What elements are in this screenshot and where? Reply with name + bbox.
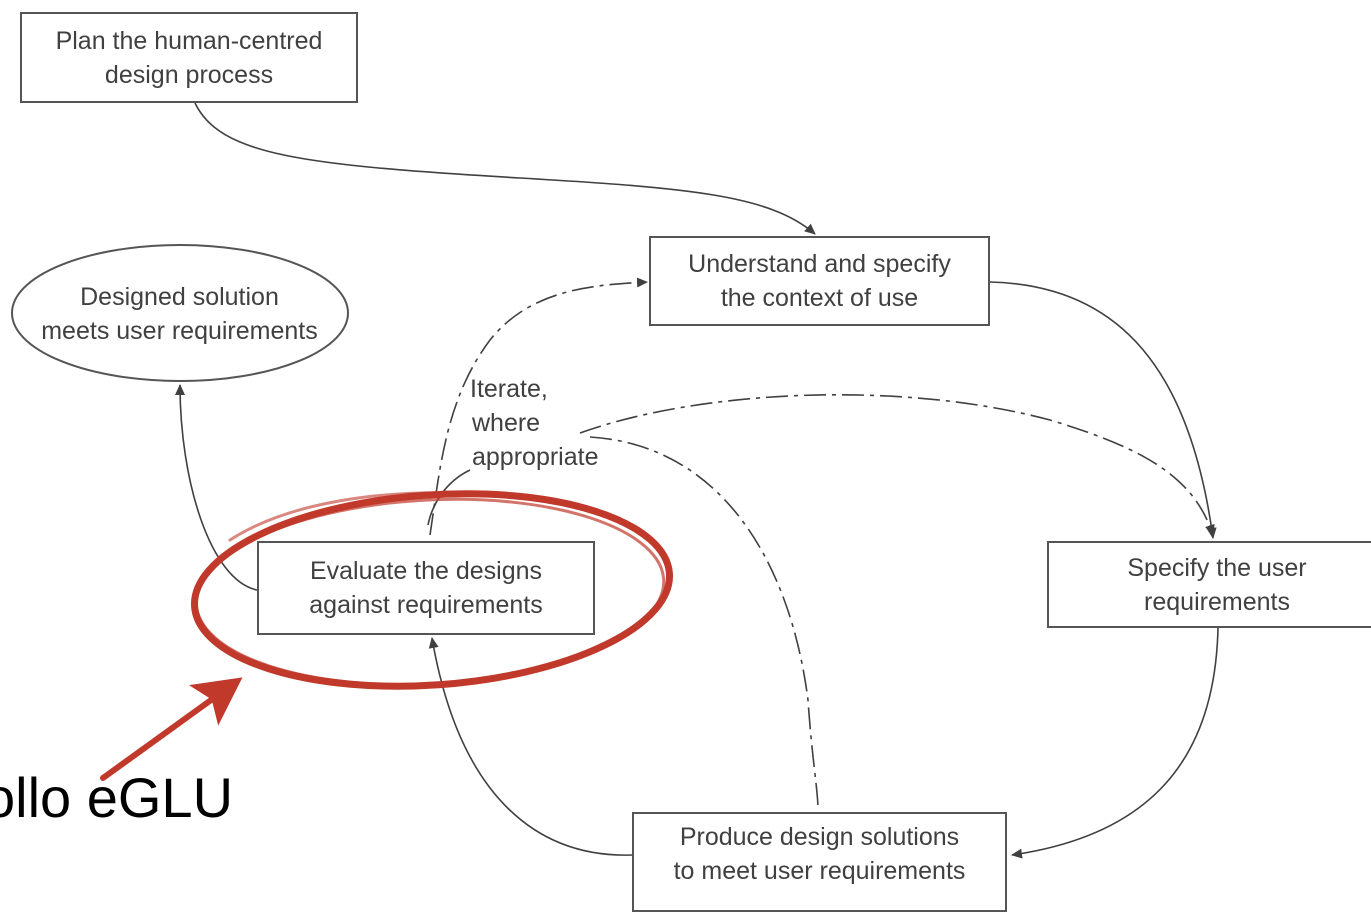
highlight-pointer-arrow — [100, 677, 243, 781]
edge-produce-to-evaluate — [428, 637, 633, 856]
iterate-edge-to-specify — [579, 394, 1215, 536]
edge-plan-to-context — [194, 102, 816, 235]
highlight-ellipse — [190, 490, 674, 690]
node-evaluate-line2: against requirements — [309, 591, 543, 619]
iterate-note-line2: where — [472, 409, 541, 437]
node-evaluate-line1: Evaluate the designs — [309, 557, 543, 585]
node-plan-process: Plan the human-centred design process — [20, 12, 358, 103]
edge-context-to-specify — [989, 281, 1217, 539]
node-specify-line2: requirements — [1144, 587, 1290, 616]
outcome-ellipse-outline — [11, 244, 349, 382]
node-produce-line1: Produce design solutions — [679, 823, 960, 851]
iterate-note-line1: Iterate, — [470, 375, 548, 403]
iterate-edge-to-produce — [589, 436, 819, 811]
node-outcome-line2: meets user requirements — [41, 316, 318, 345]
iterate-note-line3: appropriate — [472, 443, 599, 471]
edge-specify-to-produce — [1011, 627, 1219, 859]
iterate-note: Iterate, where appropriate — [456, 372, 636, 474]
node-context-line2: the context of use — [720, 284, 919, 312]
node-outcome-line1: Designed solution — [80, 282, 279, 311]
node-designed-solution: Designed solution meets user requirement… — [11, 245, 348, 382]
node-specify-requirements: Specify the user requirements — [1047, 541, 1371, 628]
node-produce-solutions: Produce design solutions to meet user re… — [632, 812, 1007, 912]
node-plan-line1: Plan the human-centred — [55, 26, 323, 55]
node-context-line1: Understand and specify — [688, 250, 951, 278]
node-produce-line2: to meet user requirements — [673, 857, 966, 885]
iterate-edge-to-context — [429, 277, 648, 536]
caption-text: ollo eGLU — [0, 763, 300, 833]
edge-evaluate-to-outcome — [175, 384, 258, 591]
node-understand-context: Understand and specify the context of us… — [649, 236, 990, 326]
caption-label: ollo eGLU — [0, 766, 234, 829]
node-evaluate-designs: Evaluate the designs against requirement… — [257, 541, 595, 635]
node-specify-line1: Specify the user — [1127, 553, 1307, 582]
node-plan-line2: design process — [104, 60, 274, 89]
